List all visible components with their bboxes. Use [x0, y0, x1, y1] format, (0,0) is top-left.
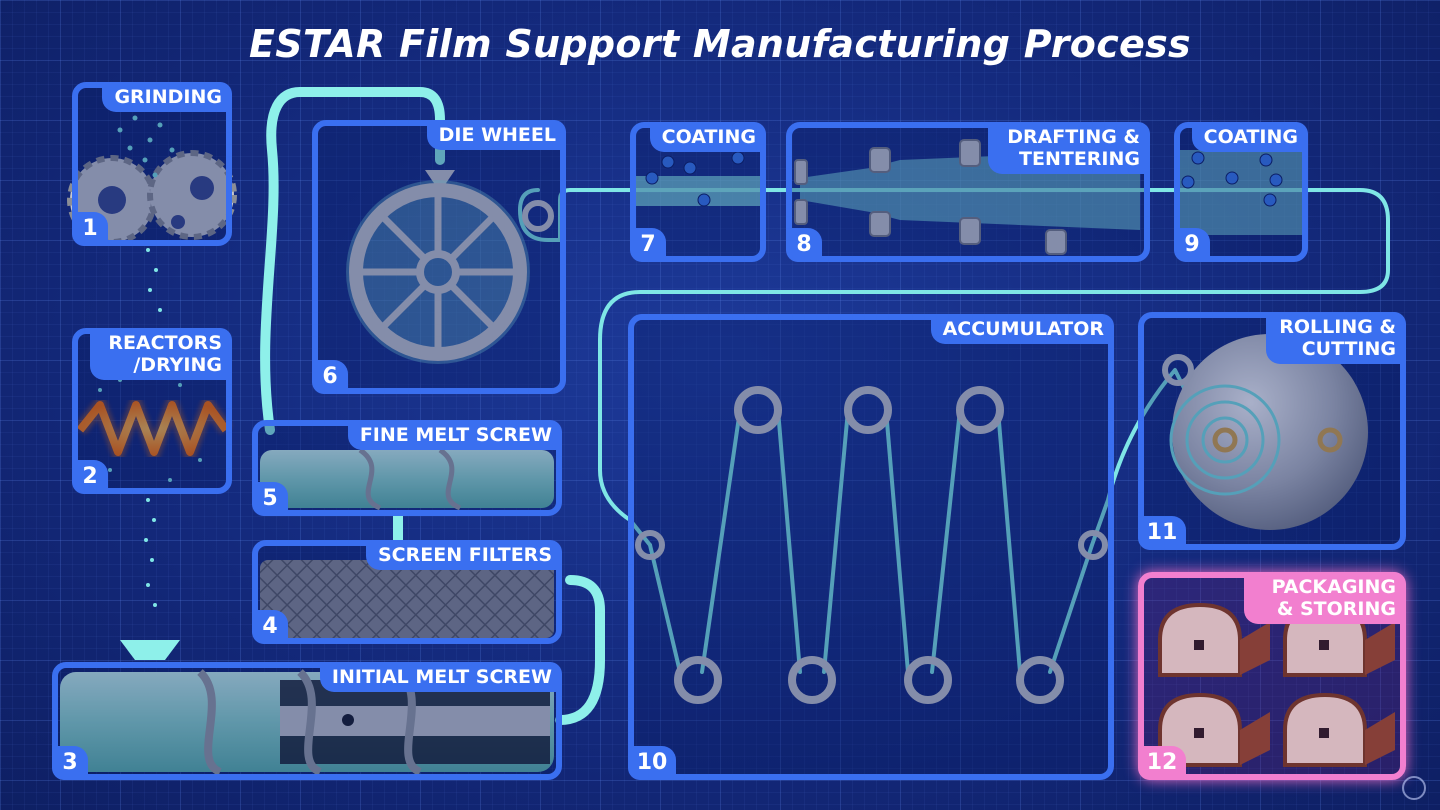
step-3-number: 3 — [52, 746, 88, 780]
step-3-label: INITIAL MELT SCREW — [319, 662, 562, 692]
tenter-rollers — [794, 139, 1067, 255]
channel-logo-icon — [1402, 776, 1426, 800]
step-8-label: DRAFTING & TENTERING — [988, 122, 1150, 174]
fine-melt-screw — [260, 447, 554, 511]
step-9-box: COATING 9 — [1174, 122, 1308, 262]
step-4-box: SCREEN FILTERS 4 — [252, 540, 562, 644]
step-6-number: 6 — [312, 360, 348, 394]
step-1-number: 1 — [72, 212, 108, 246]
initial-melt-screw — [60, 640, 554, 776]
step-1-label: GRINDING — [102, 82, 232, 112]
step-8-number: 8 — [786, 228, 822, 262]
step-2-number: 2 — [72, 460, 108, 494]
film-roll — [1162, 334, 1368, 530]
film-path — [518, 188, 1390, 674]
step-2-box: REACTORS /DRYING 2 — [72, 328, 232, 494]
step-11-number: 11 — [1138, 516, 1186, 550]
step-5-box: FINE MELT SCREW 5 — [252, 420, 562, 516]
step-6-box: DIE WHEEL 6 — [312, 120, 566, 394]
step-7-label: COATING — [649, 122, 766, 152]
step-8-box: DRAFTING & TENTERING 8 — [786, 122, 1150, 262]
melt-connector — [555, 575, 605, 725]
diagram-title: ESTAR Film Support Manufacturing Process — [249, 22, 1191, 66]
step-5-label: FINE MELT SCREW — [347, 420, 562, 450]
step-5-number: 5 — [252, 482, 288, 516]
grinding-gears — [67, 150, 237, 245]
step-10-box: ACCUMULATOR 10 — [628, 314, 1114, 780]
accumulator-rollers — [635, 386, 1108, 704]
step-7-number: 7 — [630, 228, 666, 262]
step-10-number: 10 — [628, 746, 676, 780]
step-11-label: ROLLING & CUTTING — [1266, 312, 1406, 364]
step-3-box: INITIAL MELT SCREW 3 — [52, 662, 562, 780]
step-4-label: SCREEN FILTERS — [366, 540, 562, 570]
step-7-box: COATING 7 — [630, 122, 766, 262]
melt-feed-line — [260, 87, 445, 435]
step-12-number: 12 — [1138, 746, 1186, 780]
step-9-number: 9 — [1174, 228, 1210, 262]
step-12-label: PACKAGING & STORING — [1244, 572, 1406, 624]
step-11-box: ROLLING & CUTTING 11 — [1138, 312, 1406, 550]
screen-filter-mesh — [260, 560, 554, 638]
packaged-rolls — [1158, 602, 1395, 767]
step-6-label: DIE WHEEL — [426, 120, 566, 150]
pellet-particles — [98, 115, 202, 607]
step-2-label: REACTORS /DRYING — [90, 328, 232, 380]
step-12-box: PACKAGING & STORING 12 — [1138, 572, 1406, 780]
coating-drops — [645, 151, 1283, 207]
step-1-box: GRINDING 1 — [72, 82, 232, 246]
step-10-label: ACCUMULATOR — [930, 314, 1114, 344]
die-wheel — [346, 170, 554, 364]
step-4-number: 4 — [252, 610, 288, 644]
step-9-label: COATING — [1191, 122, 1308, 152]
